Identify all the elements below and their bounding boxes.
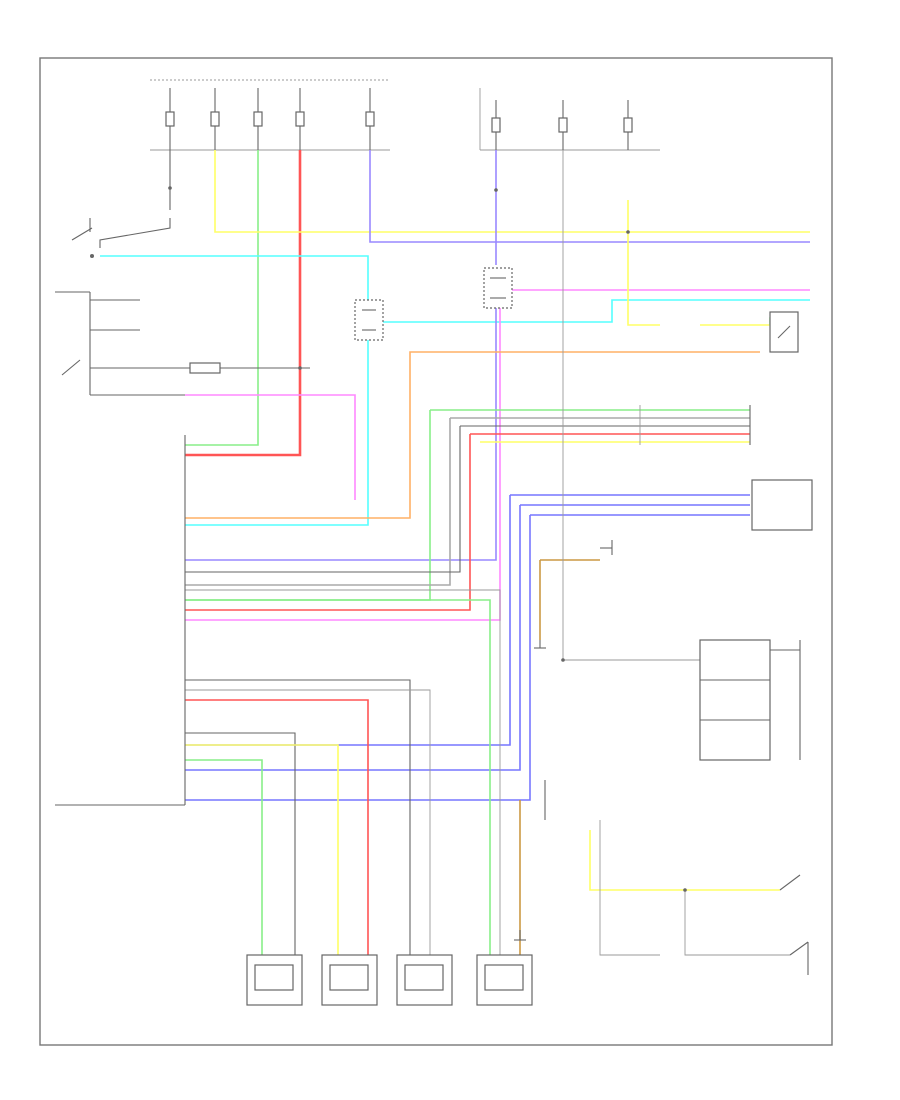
ground-symbol-1 [534, 640, 546, 649]
wire-pink-left [185, 394, 356, 500]
wire-black-fuse1 [99, 150, 171, 248]
wire-lower-right-1 [589, 830, 780, 891]
fuse-7 [558, 100, 568, 150]
diagram-frame [39, 57, 833, 1046]
wire-green-low-1 [185, 759, 263, 955]
wire-violet-right [185, 150, 497, 561]
relay-upper-center [483, 267, 513, 309]
fuse-1 [165, 88, 175, 150]
wire-blue-2 [185, 504, 750, 771]
switch-upper-left [71, 218, 94, 258]
wire-blue-3 [185, 514, 750, 801]
wheel-speed-sensor-left-front [246, 954, 303, 1006]
wire-brown-vertical [519, 559, 600, 955]
module-right-upper [751, 479, 813, 531]
wire-violet-low [185, 589, 501, 955]
wire-cyan-top [100, 255, 369, 526]
fuse-5 [365, 88, 375, 150]
wire-gray-r [185, 417, 750, 586]
connector-group-right [639, 405, 751, 445]
ground-symbol-2 [514, 930, 526, 941]
wire-gray-low-2 [185, 689, 431, 955]
fuse-6 [491, 100, 501, 150]
wire-red-main [185, 150, 302, 457]
wire-black-r [185, 425, 750, 573]
resistor-left [189, 362, 221, 374]
wire-lower-right-2 [684, 890, 790, 956]
wire-yellow-low [185, 744, 339, 955]
wire-gray-vertical [562, 150, 700, 661]
wheel-speed-sensor-right-rear [476, 954, 533, 1006]
wheel-speed-sensor-left-rear [321, 954, 378, 1006]
wire-lower-right-3 [599, 820, 660, 956]
wire-green-low-2 [185, 599, 491, 955]
wire-orange [185, 351, 760, 519]
fuse-3 [253, 88, 263, 150]
wire-red-low [185, 699, 369, 955]
fuse-block-left [150, 79, 390, 151]
relay-center [354, 299, 384, 341]
wire-gray-low-1 [185, 732, 296, 955]
component-right-top [769, 311, 799, 353]
splice-points [168, 186, 687, 892]
wire-red-r [185, 433, 750, 611]
fuse-4 [295, 88, 305, 150]
wire-cyan-right [380, 299, 810, 323]
wheel-speed-sensor-right-front [396, 954, 453, 1006]
fuse-2 [210, 88, 220, 150]
wire-violet-top [369, 150, 810, 243]
fuse-block-right [479, 88, 660, 151]
wire-green-main [185, 150, 259, 446]
fuse-8 [623, 100, 633, 150]
module-right-lower [699, 639, 801, 761]
wire-yellow-top [214, 150, 810, 233]
switch-lower-right [779, 874, 809, 975]
wire-yellow-right [627, 200, 770, 326]
connector-block-left [55, 291, 310, 396]
wire-black-low [185, 679, 411, 955]
switch-mid-right [600, 540, 613, 555]
abs-module-pin-list [55, 435, 186, 806]
